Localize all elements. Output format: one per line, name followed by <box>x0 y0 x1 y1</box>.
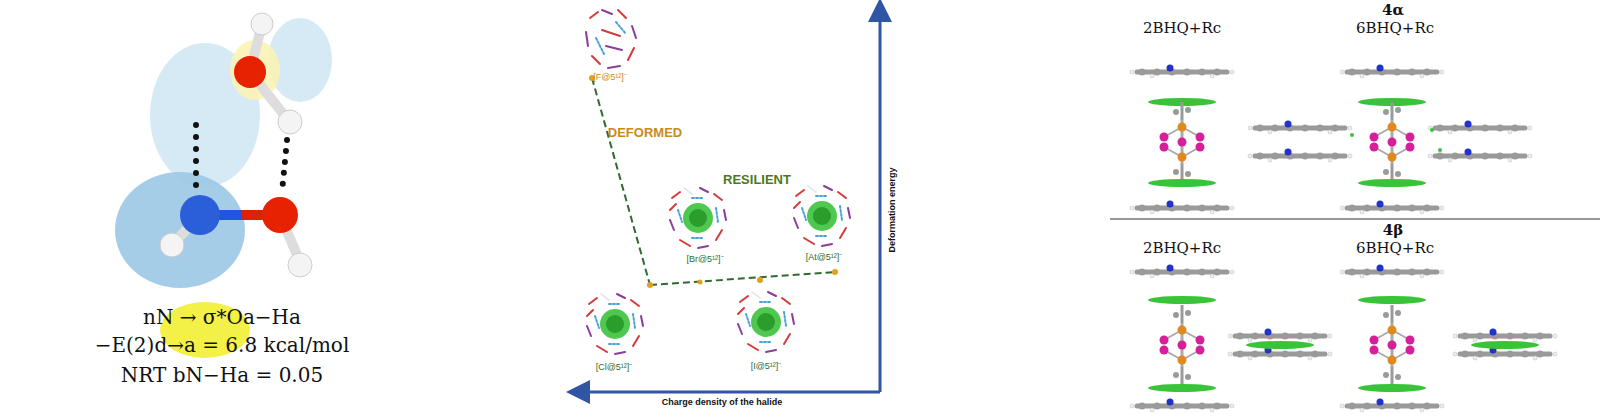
energy-value: −E(2)d→a = 6.8 kcal/mol <box>95 334 350 356</box>
column-heading: 6BHQ+Rc <box>1356 240 1434 257</box>
cluster-label: [Cl@5¹²]⁻ <box>596 363 633 373</box>
cluster-label: [F@5¹²]⁻ <box>593 73 627 83</box>
orbital-picture <box>115 13 332 358</box>
cluster-label: [I@5¹²]⁻ <box>751 362 782 372</box>
molecule-panel <box>1110 65 1600 413</box>
region-label: RESILIENT <box>723 173 791 187</box>
cluster-label: [At@5¹²]⁻ <box>806 253 843 263</box>
panel-heading: 4α <box>1382 2 1404 19</box>
region-label: DEFORMED <box>608 126 682 140</box>
column-heading: 2BHQ+Rc <box>1143 240 1221 257</box>
orbital-interaction: nN → σ*Oa−Ha <box>143 306 301 328</box>
axis-title: Deformation energy <box>888 167 898 252</box>
deformation-plot <box>578 10 880 392</box>
column-heading: 6BHQ+Rc <box>1356 20 1434 37</box>
axis-title: Charge density of the halide <box>662 398 783 408</box>
bond-order: NRT bN−Ha = 0.05 <box>121 364 323 386</box>
column-heading: 2BHQ+Rc <box>1143 20 1221 37</box>
panel-heading: 4β <box>1383 222 1403 239</box>
cluster-label: [Br@5¹²]⁻ <box>686 255 723 265</box>
